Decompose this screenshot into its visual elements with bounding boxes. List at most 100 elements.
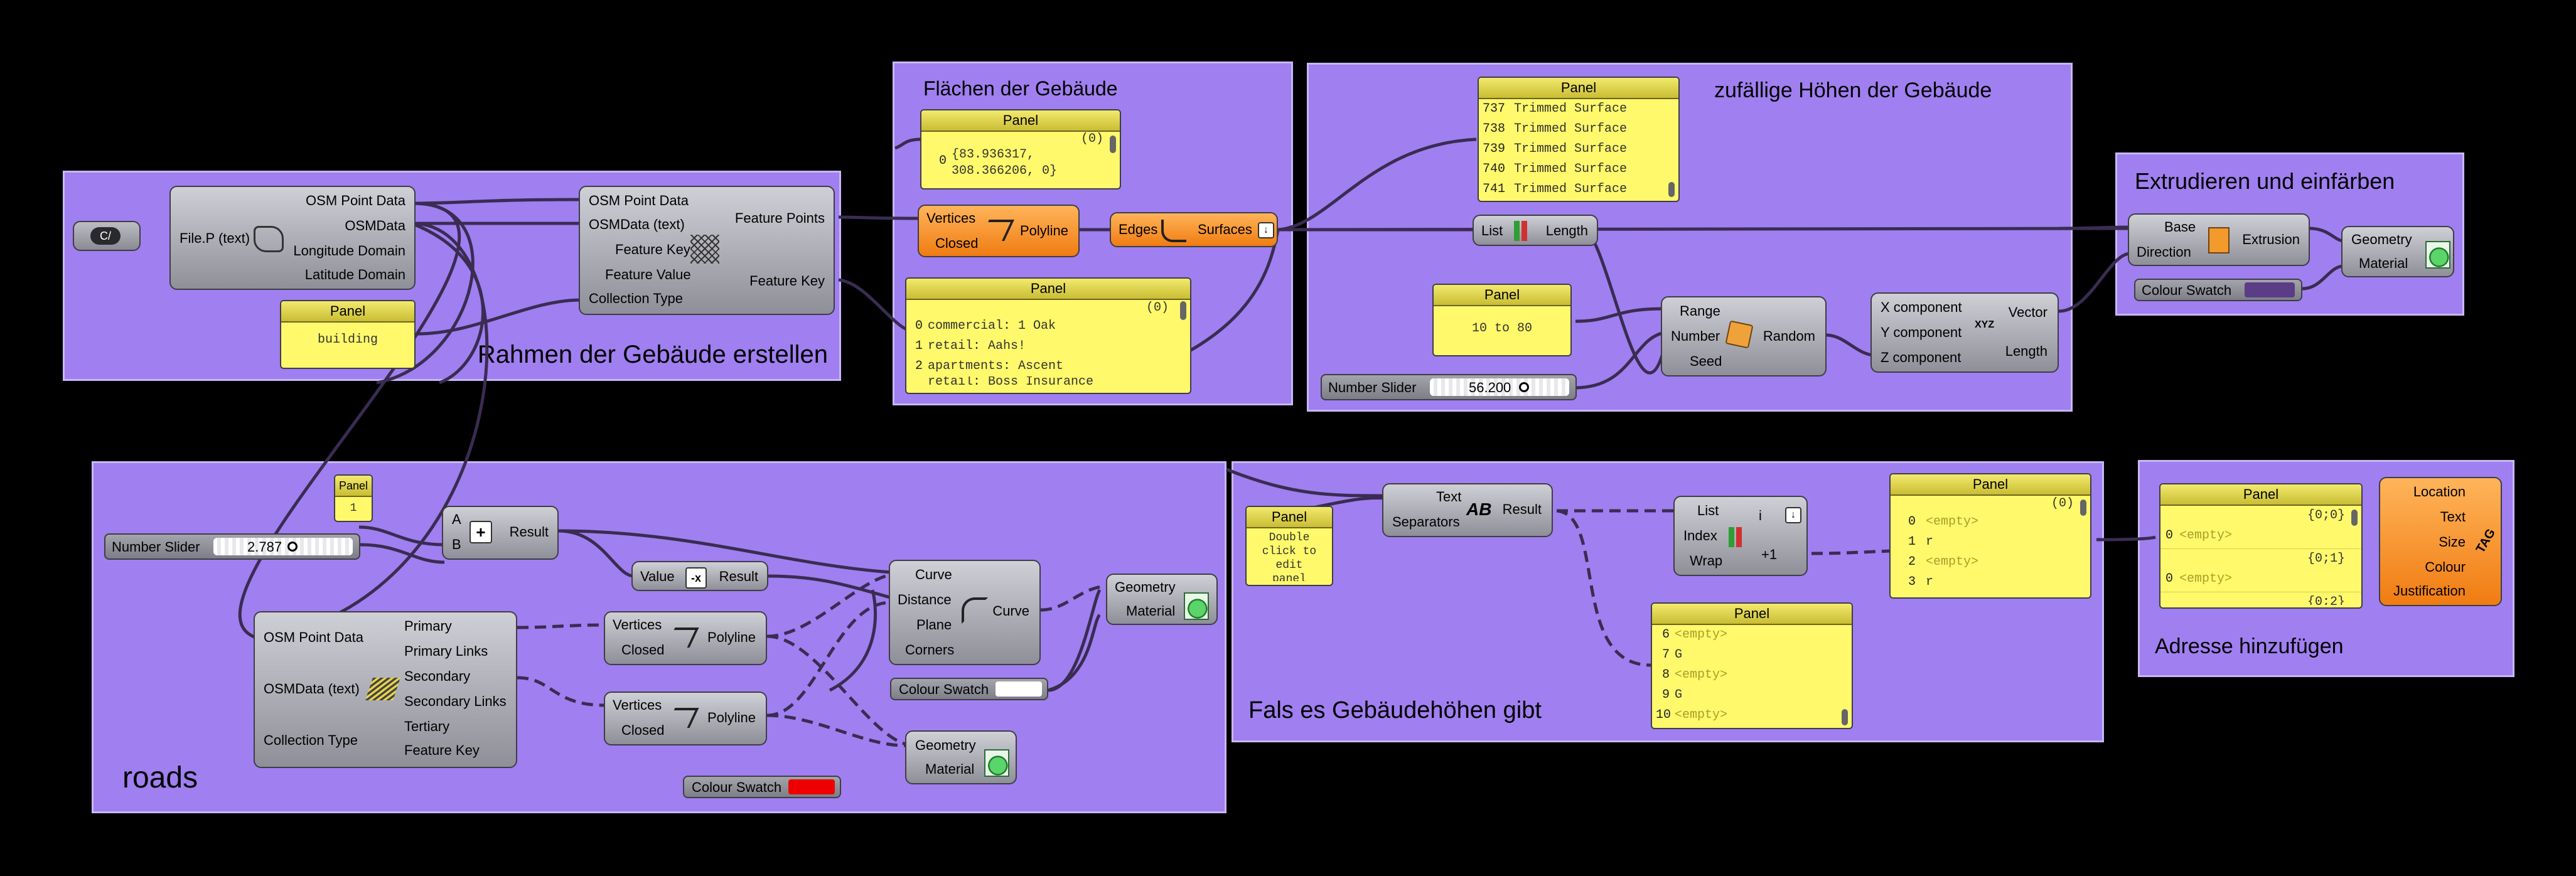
- panel-scrollbar[interactable]: [1110, 136, 1116, 153]
- panel-count: (0): [1080, 132, 1103, 146]
- input-label: Corners: [905, 642, 955, 658]
- group-title: Rahmen der Gebäude erstellen: [477, 341, 828, 368]
- panel-text: building: [317, 333, 378, 347]
- number-slider-seed[interactable]: Number Slider 56.200: [1321, 374, 1577, 400]
- slider-track[interactable]: [213, 538, 353, 555]
- output-label: Length: [2005, 343, 2047, 359]
- list-length-component[interactable]: List Length: [1473, 215, 1598, 246]
- panel-scrollbar[interactable]: [2080, 499, 2086, 516]
- output-label: i: [1759, 508, 1762, 523]
- colour-swatch-top[interactable]: Colour Swatch: [2134, 279, 2302, 301]
- slider-grip[interactable]: [287, 542, 298, 552]
- panel-one[interactable]: Panel 1: [334, 474, 373, 522]
- roads-filter-component[interactable]: OSM Point Data OSMData (text) Collection…: [254, 611, 517, 768]
- custom-preview-mid[interactable]: Geometry Material: [1106, 574, 1218, 625]
- panel-edit[interactable]: Panel Double click to edit panel: [1245, 506, 1333, 586]
- polyline-component-a[interactable]: Vertices Closed Polyline: [604, 611, 767, 665]
- polyline-component-b[interactable]: Vertices Closed Polyline: [604, 692, 767, 745]
- custom-preview-low[interactable]: Geometry Material: [905, 730, 1017, 784]
- panel-index: 0: [1908, 515, 1916, 529]
- panel-scrollbar[interactable]: [1180, 301, 1186, 320]
- panel-text: edit: [1275, 559, 1303, 572]
- panel-flaechen[interactable]: Panel (0) 0{83.936317, 308.366206, 0}: [920, 109, 1121, 190]
- polyline-component[interactable]: Vertices Closed Polyline: [918, 205, 1080, 257]
- output-label: OSM Point Data: [306, 193, 405, 208]
- input-label: Z component: [1881, 350, 1962, 365]
- colour-swatch-white[interactable]: Colour Swatch: [890, 678, 1048, 700]
- addition-component[interactable]: A B + Result: [442, 506, 559, 560]
- input-label: Material: [2359, 255, 2408, 271]
- list-item-component[interactable]: List Index Wrap i ↓ +1: [1673, 496, 1808, 576]
- number-slider-roads[interactable]: Number Slider 2.787: [104, 533, 360, 560]
- panel-value: 308.366206, 0}: [952, 164, 1058, 178]
- preview-icon: [984, 749, 1009, 777]
- group-title: Fals es Gebäudehöhen gibt: [1248, 697, 1542, 724]
- output-label: Primary Links: [404, 643, 488, 659]
- panel-index: 7: [1661, 648, 1670, 662]
- custom-preview-top[interactable]: Geometry Material: [2341, 226, 2454, 277]
- panel-range[interactable]: Panel 10 to 80: [1432, 284, 1572, 356]
- panel-title: Panel: [335, 476, 372, 497]
- file-path-param[interactable]: C/: [73, 221, 141, 251]
- panel-building[interactable]: Panel building: [280, 300, 416, 369]
- swatch-color[interactable]: [2245, 282, 2295, 297]
- output-label: Secondary: [404, 668, 471, 684]
- colour-swatch-red[interactable]: Colour Swatch: [683, 776, 841, 798]
- panel-value: <empty>: [1926, 515, 1979, 529]
- input-label: Base: [2164, 219, 2196, 235]
- panel-branch: {0;0}: [2160, 506, 2361, 526]
- panel-scrollbar[interactable]: [2351, 510, 2358, 526]
- input-label: Distance: [898, 592, 952, 607]
- input-label: Edges: [1119, 222, 1158, 237]
- text-split-component[interactable]: Text Separators AB Result: [1382, 483, 1553, 537]
- swatch-color[interactable]: [996, 681, 1042, 697]
- flatten-icon[interactable]: ↓: [1258, 222, 1274, 238]
- group-title: Extrudieren und einfärben: [2135, 168, 2395, 194]
- panel-value: <empty>: [2179, 528, 2233, 543]
- preview-icon: [1184, 592, 1209, 620]
- output-label: Length: [1545, 223, 1588, 238]
- text-tag-component[interactable]: Location Text Size Colour Justification …: [2379, 477, 2502, 606]
- flatten-icon[interactable]: ↓: [1785, 507, 1801, 523]
- vector-xyz-component[interactable]: X component Y component Z component XYZ …: [1870, 292, 2059, 373]
- offset-curve-component[interactable]: Curve Distance Plane Corners Curve: [889, 560, 1041, 665]
- panel-title: Panel: [906, 279, 1190, 300]
- input-label: File.P (text): [180, 230, 250, 246]
- component-name: Polyline: [707, 629, 756, 645]
- random-component[interactable]: Range Number Seed Random: [1661, 296, 1827, 377]
- output-label: Secondary Links: [404, 693, 507, 709]
- extrusion-component[interactable]: Base Direction Extrusion: [2128, 213, 2310, 266]
- panel-value: Trimmed Surface: [1514, 142, 1628, 156]
- panel-value: retail: Aahs!: [928, 339, 1026, 353]
- surfaces-component[interactable]: Edges Surfaces ↓: [1110, 212, 1278, 247]
- panel-index: 9: [1661, 688, 1670, 702]
- negative-component[interactable]: Value -x Result: [631, 561, 768, 591]
- roads-icon: [365, 678, 400, 700]
- input-label: Feature Key: [615, 242, 690, 257]
- panel-index: 738: [1483, 122, 1506, 136]
- output-label: Feature Points: [734, 210, 825, 226]
- panel-branch: {0;2}: [2160, 592, 2361, 605]
- building-filter-component[interactable]: OSM Point Data OSMData (text) Feature Ke…: [579, 186, 835, 315]
- slider-grip[interactable]: [1519, 382, 1529, 392]
- osm-import-component[interactable]: File.P (text) OSM Point Data OSMData Lon…: [169, 186, 416, 290]
- panel-count: (0): [2051, 496, 2074, 511]
- swatch-color[interactable]: [788, 779, 835, 794]
- panel-scrollbar[interactable]: [1668, 182, 1675, 197]
- input-label: Collection Type: [264, 732, 358, 748]
- output-label: Result: [509, 524, 549, 540]
- panel-scrollbar[interactable]: [1842, 709, 1848, 725]
- slider-track[interactable]: [1430, 378, 1569, 396]
- polyline-icon: [665, 708, 699, 728]
- panel-address[interactable]: Panel {0;0} 0<empty> {0;1} 0<empty> {0;2…: [2159, 483, 2363, 609]
- panel-title: Panel: [2160, 484, 2361, 506]
